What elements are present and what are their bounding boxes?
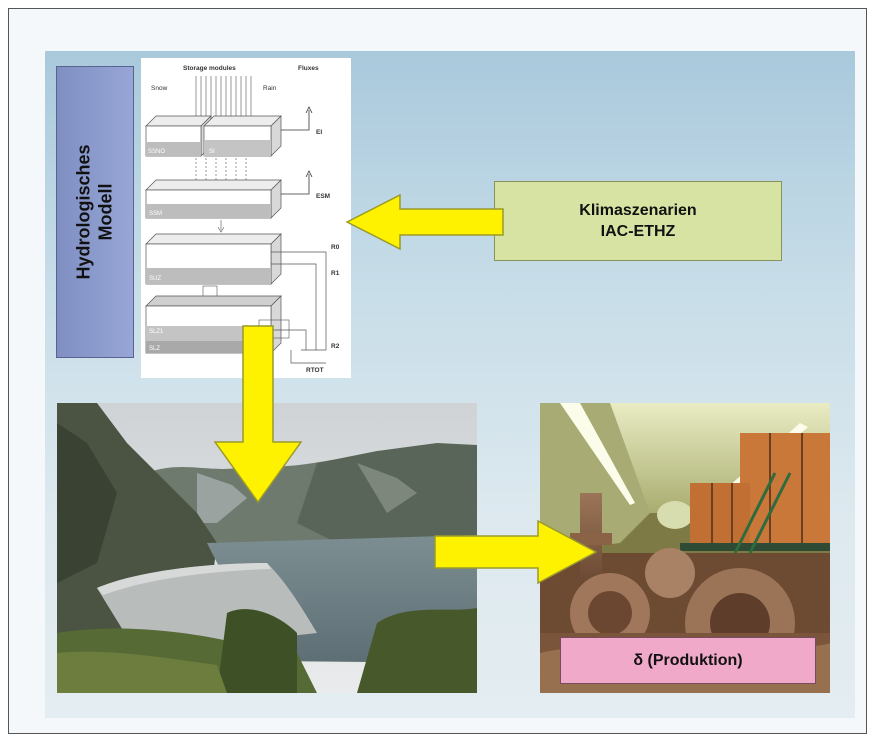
storage-model-diagram: Storage modules Fluxes Snow Rain SSNO	[141, 58, 351, 378]
label-suz: SUZ	[149, 276, 161, 282]
precipitation-lines	[195, 76, 252, 120]
header-fluxes: Fluxes	[298, 65, 319, 72]
klima-label-line2: IAC-ETHZ	[600, 223, 676, 240]
klima-label-line1: Klimaszenarien	[579, 202, 697, 219]
production-box: δ (Produktion)	[560, 637, 816, 684]
snow-label: Snow	[151, 85, 168, 92]
label-slz: SLZ	[149, 346, 160, 352]
label-ssno: SSNO	[148, 149, 165, 155]
hydro-label-line2: Modell	[96, 183, 117, 241]
flux-esm: ESM	[316, 193, 330, 200]
module-ssm: SSM	[145, 179, 282, 219]
arrow-down	[213, 325, 303, 504]
label-si: SI	[209, 149, 215, 155]
climate-scenarios-box: Klimaszenarien IAC-ETHZ	[494, 181, 782, 261]
flux-rtot: RTOT	[306, 367, 324, 374]
header-storage: Storage modules	[183, 65, 236, 72]
arrow-left	[345, 193, 504, 251]
arrow-right	[434, 519, 598, 585]
flux-r2: R2	[331, 343, 340, 350]
hydro-label-line1: Hydrologisches	[74, 144, 95, 280]
label-slz1: SLZ1	[149, 329, 164, 335]
label-ssm: SSM	[149, 211, 162, 217]
module-suz: SUZ	[145, 233, 282, 285]
production-label: δ (Produktion)	[633, 651, 743, 669]
rain-label: Rain	[263, 85, 277, 92]
module-si: SI	[203, 115, 282, 157]
flux-r1: R1	[331, 270, 340, 277]
flux-r0: R0	[331, 244, 340, 251]
flux-ei: EI	[316, 129, 322, 136]
hydrological-model-box: Hydrologisches Modell	[56, 66, 134, 358]
module-ssno: SSNO	[145, 115, 212, 157]
